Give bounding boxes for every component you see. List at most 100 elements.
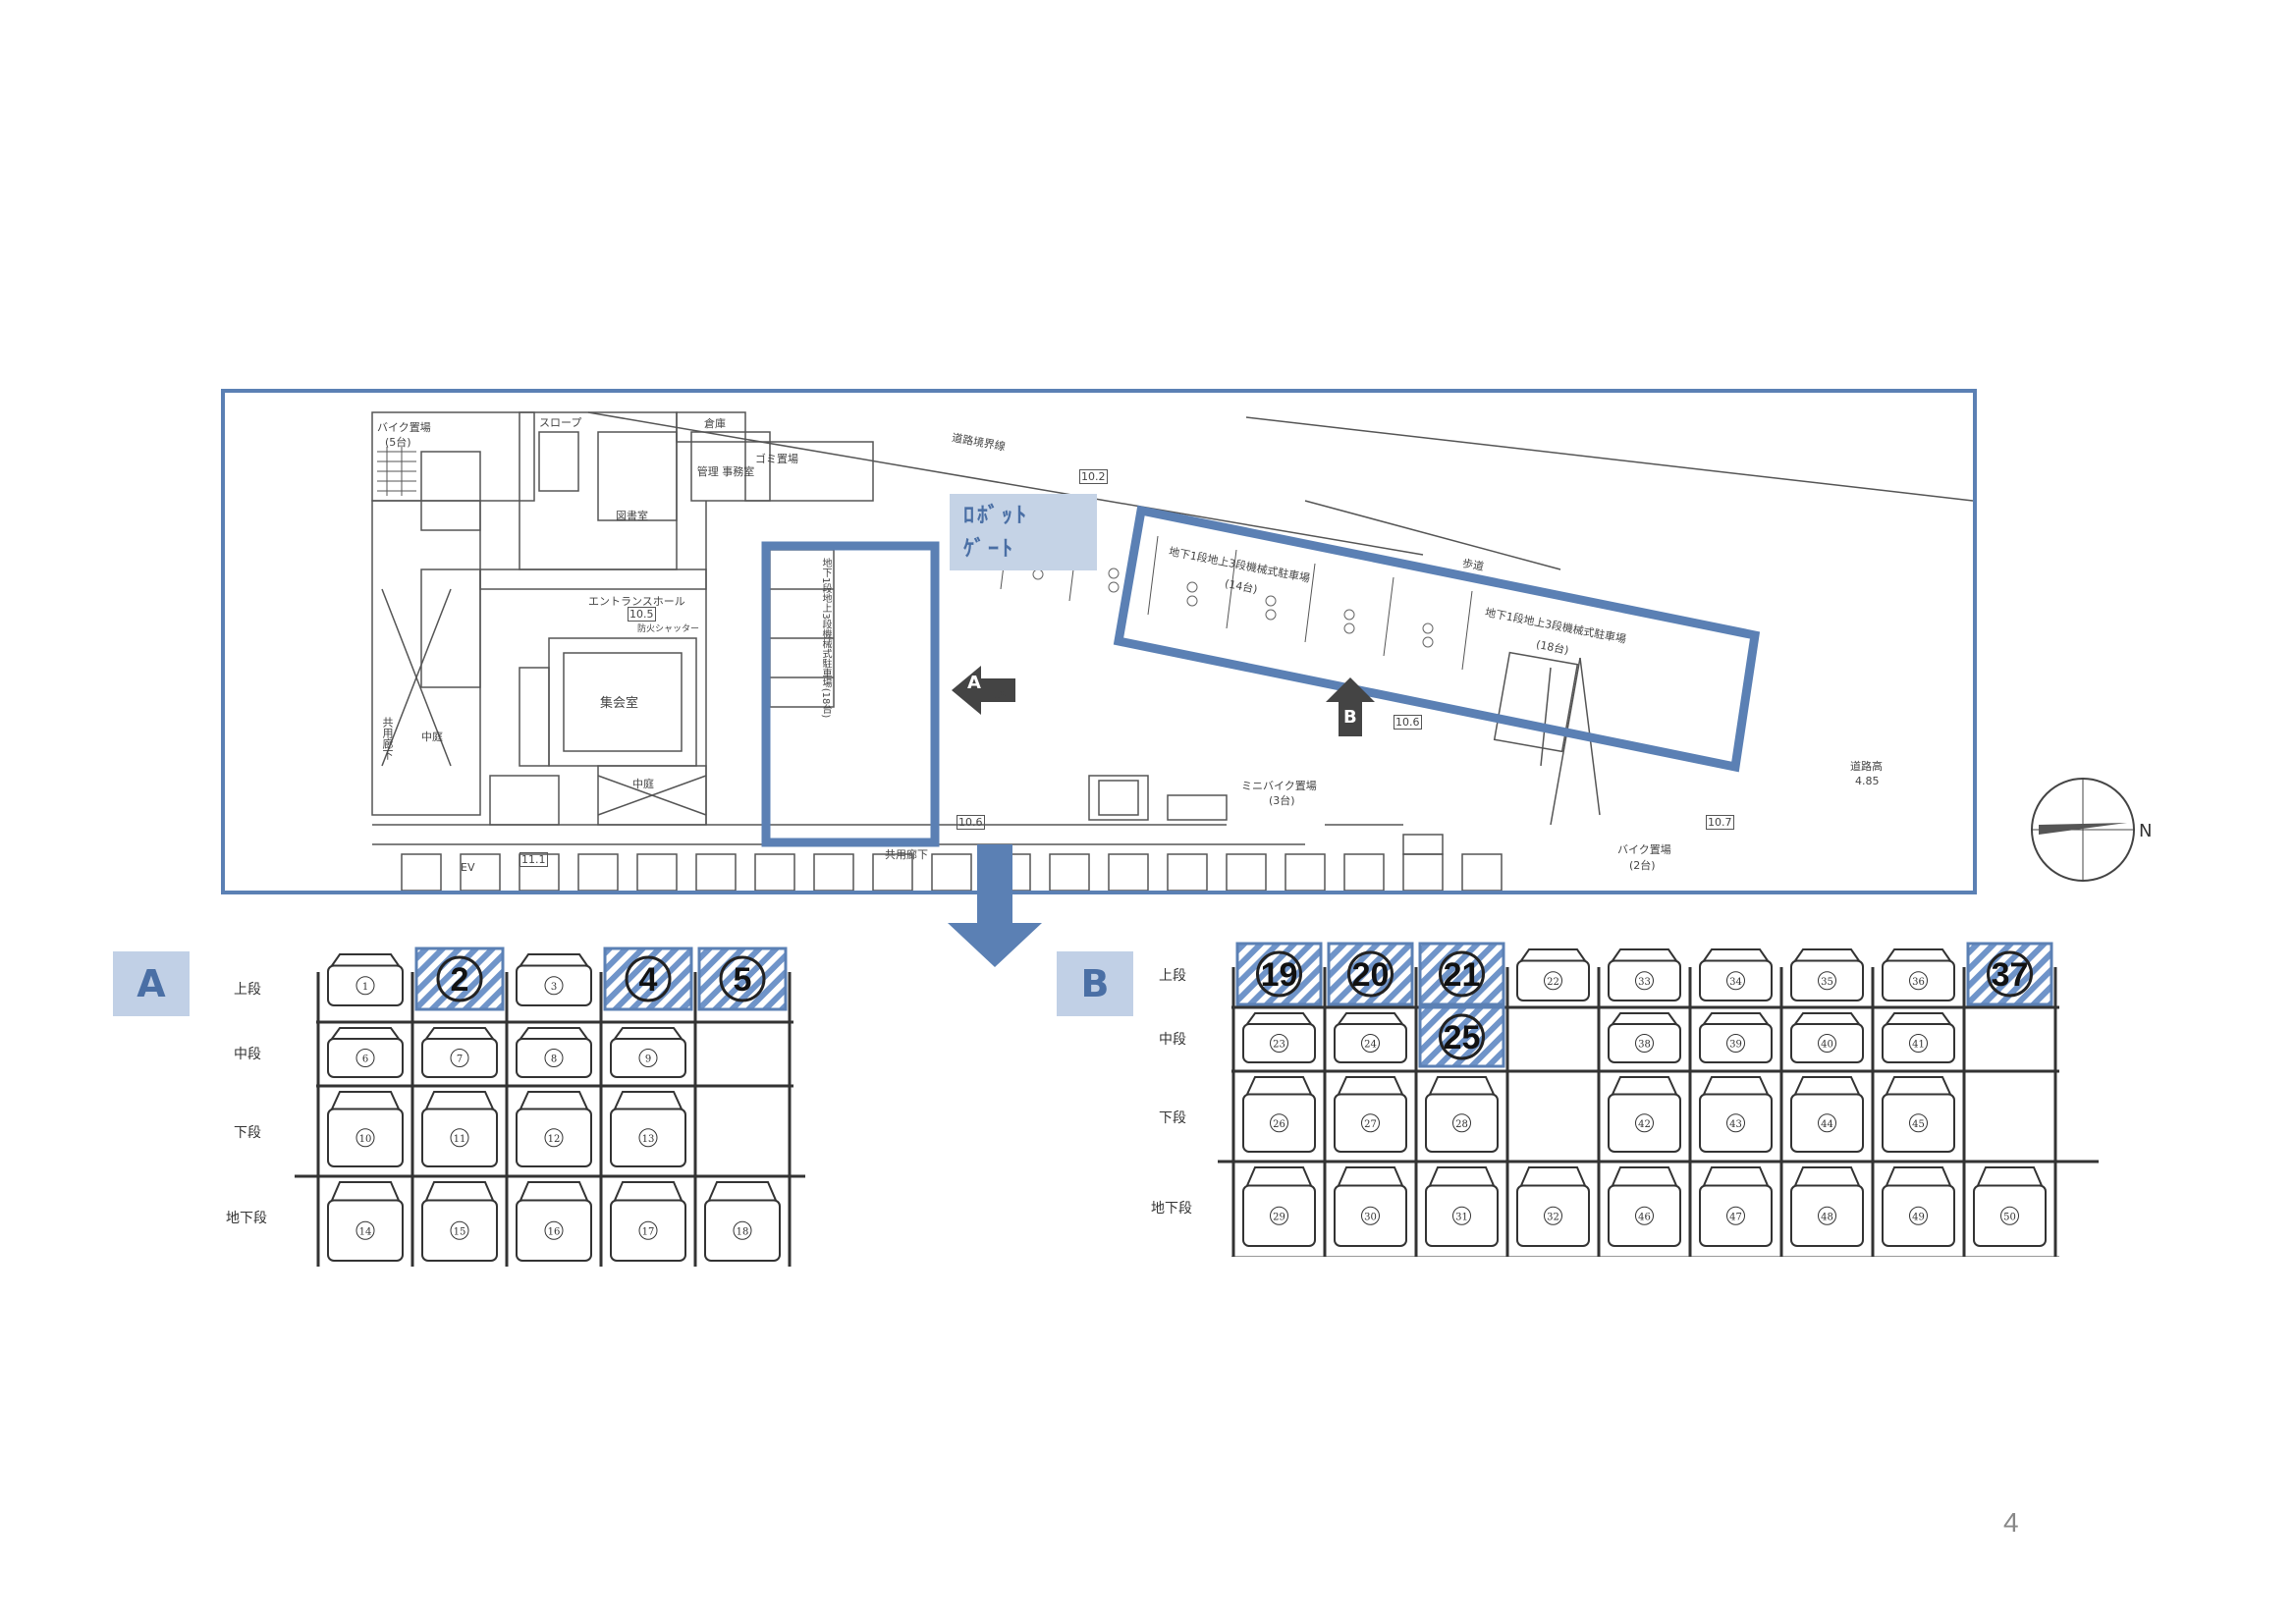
row-label: 上段 <box>1159 968 1186 984</box>
robot-gate-label: ﾛﾎﾞｯﾄ ｹﾞｰﾄ <box>950 494 1097 570</box>
car-slot: 33 <box>1608 948 1681 1001</box>
car-slot: 45 <box>1882 1076 1955 1153</box>
row-label: 下段 <box>1159 1110 1186 1126</box>
highlighted-slot: 37 <box>1966 942 2053 1006</box>
car-slot: 29 <box>1242 1166 1316 1247</box>
slot-number: 24 <box>1364 1040 1377 1051</box>
floor-plan: バイク置場 (5台) スロープ 倉庫 道路境界線 ゴミ置場 管理 事務室 図書室… <box>221 389 1977 894</box>
slot-number: 46 <box>1638 1212 1651 1222</box>
highlighted-slot: 25 <box>1418 1005 1505 1068</box>
slot-number: 22 <box>1547 977 1559 988</box>
page-number: 4 <box>2003 1507 2019 1538</box>
slot-number: 49 <box>1912 1212 1925 1222</box>
floor-plan-drawing <box>371 411 1973 891</box>
section-b-badge: B <box>1057 951 1133 1016</box>
slot-number: 14 <box>359 1226 372 1237</box>
car-slot: 8 <box>516 1027 592 1078</box>
slot-number: 43 <box>1729 1119 1742 1130</box>
plan-label: ミニバイク置場 <box>1241 780 1317 792</box>
plan-label: 防火シャッター <box>637 624 700 634</box>
slot-number: 1 <box>362 982 368 993</box>
car-slot: 24 <box>1334 1012 1407 1063</box>
lot-b-highlight <box>1113 505 1761 773</box>
car-slot: 6 <box>327 1027 404 1078</box>
plan-label: 管理 事務室 <box>696 465 755 478</box>
highlighted-slot: 20 <box>1327 942 1414 1006</box>
slot-number: 37 <box>1992 956 2029 994</box>
car-slot: 26 <box>1242 1076 1316 1153</box>
slot-number: 42 <box>1638 1119 1651 1130</box>
slot-number: 18 <box>737 1226 749 1237</box>
car-slot: 38 <box>1608 1012 1681 1063</box>
highlighted-slot: 4 <box>603 947 693 1011</box>
plan-label: 10.6 <box>957 815 985 830</box>
plan-label: スロープ <box>539 416 582 429</box>
row-label: 中段 <box>234 1047 261 1062</box>
arrow-b-icon <box>1326 677 1375 736</box>
car-slot: 32 <box>1516 1166 1590 1247</box>
car-slot: 40 <box>1790 1012 1864 1063</box>
slot-number: 6 <box>362 1055 368 1065</box>
slot-number: 21 <box>1444 956 1481 994</box>
highlighted-slot: 21 <box>1418 942 1505 1006</box>
plan-label: 中庭 <box>632 778 654 790</box>
arrow-a-label: A <box>967 673 981 693</box>
car-slot: 27 <box>1334 1076 1407 1153</box>
plan-label: バイク置場 <box>377 421 431 434</box>
plan-label: (5台) <box>385 436 411 449</box>
plan-label: EV <box>461 861 475 874</box>
plan-label: 集会室 <box>600 696 639 711</box>
slot-number: 50 <box>2003 1212 2016 1222</box>
slot-number: 25 <box>1444 1019 1481 1056</box>
slot-number: 2 <box>451 961 469 999</box>
car-slot: 1 <box>327 953 404 1006</box>
slot-number: 31 <box>1455 1212 1468 1222</box>
slot-number: 15 <box>454 1226 466 1237</box>
car-slot: 18 <box>704 1181 781 1262</box>
plan-label: 地下1段地上3段機械式駐車場(18台) <box>820 558 831 719</box>
row-label: 中段 <box>1159 1032 1186 1048</box>
slot-number: 17 <box>642 1226 655 1237</box>
car-slot: 12 <box>516 1091 592 1167</box>
slot-number: 16 <box>548 1226 561 1237</box>
section-a-badge: A <box>113 951 190 1016</box>
car-slot: 10 <box>327 1091 404 1167</box>
plan-label: 倉庫 <box>704 417 726 430</box>
slot-number: 26 <box>1273 1119 1285 1130</box>
slot-number: 41 <box>1912 1040 1925 1051</box>
slot-number: 19 <box>1261 956 1298 994</box>
slot-number: 32 <box>1547 1212 1559 1222</box>
car-slot: 50 <box>1973 1166 2047 1247</box>
plan-label: 4.85 <box>1855 775 1880 787</box>
car-slot: 28 <box>1425 1076 1499 1153</box>
slot-number: 47 <box>1729 1212 1742 1222</box>
robot-gate-line2: ｹﾞｰﾄ <box>963 537 1016 562</box>
row-label: 地下段 <box>1151 1201 1192 1217</box>
slot-number: 28 <box>1455 1119 1468 1130</box>
highlighted-slot: 5 <box>697 947 788 1011</box>
slot-number: 20 <box>1352 956 1390 994</box>
slot-number: 48 <box>1821 1212 1833 1222</box>
slot-number: 30 <box>1364 1212 1377 1222</box>
car-slot: 49 <box>1882 1166 1955 1247</box>
car-slot: 35 <box>1790 948 1864 1001</box>
plan-label: 車路 <box>984 688 1006 701</box>
plan-label: 10.7 <box>1706 815 1734 830</box>
car-slot: 3 <box>516 953 592 1006</box>
car-slot: 9 <box>610 1027 686 1078</box>
plan-label: 図書室 <box>616 510 648 522</box>
plan-label: エントランスホール <box>588 595 685 608</box>
slot-number: 13 <box>642 1134 655 1145</box>
plan-label: 10.2 <box>1079 469 1108 484</box>
slot-number: 45 <box>1912 1119 1925 1130</box>
slot-number: 33 <box>1638 977 1651 988</box>
car-slot: 30 <box>1334 1166 1407 1247</box>
compass-icon: N <box>2031 778 2152 882</box>
car-slot: 44 <box>1790 1076 1864 1153</box>
arrow-b-label: B <box>1343 707 1357 728</box>
car-slot: 13 <box>610 1091 686 1167</box>
lot-a-highlight <box>761 541 940 847</box>
plan-label: 11.1 <box>519 852 548 867</box>
slot-number: 36 <box>1912 977 1925 988</box>
slot-number: 4 <box>639 961 658 999</box>
